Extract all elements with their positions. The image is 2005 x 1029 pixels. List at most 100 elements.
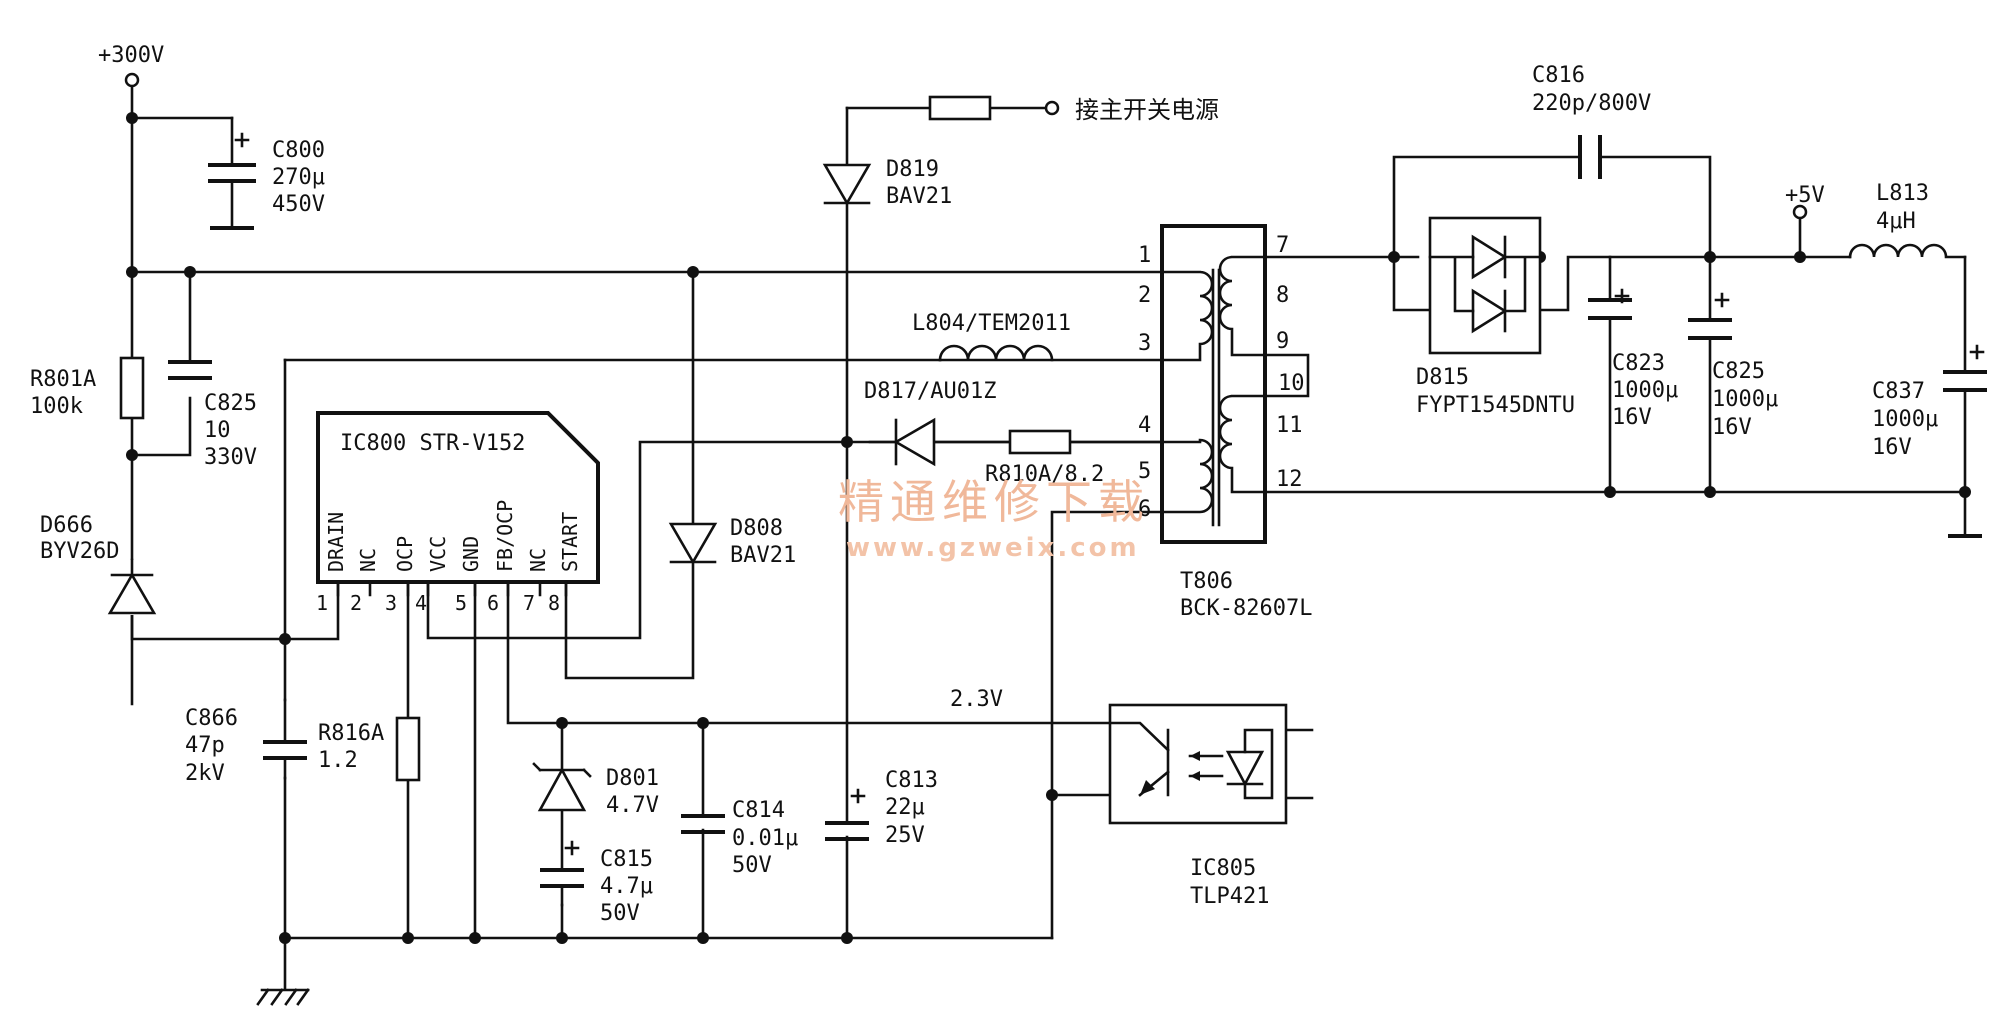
inductor-l804: L804/TEM2011 [912,311,1071,362]
d801-name: D801 [606,766,659,791]
optocoupler-ic805: IC805 TLP421 [1108,703,1288,909]
c825b-voltage: 16V [1712,415,1752,440]
c815-voltage: 50V [600,901,640,926]
c823-value: 1000μ [1612,378,1678,403]
d808-name: D808 [730,516,783,541]
r801a-name: R801A [30,367,96,392]
c816-name: C816 [1532,63,1585,88]
c823-voltage: 16V [1612,405,1652,430]
diode-d808: D808 BAV21 [668,516,796,568]
t806-name: T806 [1180,569,1233,594]
pin-label-vcc: VCC [426,536,450,572]
pin-label-ocp: OCP [393,536,417,572]
c866-value: 47p [185,733,225,758]
c837-name: C837 [1872,379,1925,404]
c813-voltage: 25V [885,823,925,848]
terminal-300v: +300V [98,43,164,88]
pin-number: 4 [1138,413,1151,438]
c813-name: C813 [885,768,938,793]
r810a-name: R810A/8.2 [985,462,1104,487]
label-300v: +300V [98,43,164,68]
c815-value: 4.7μ [600,874,653,899]
d808-part: BAV21 [730,543,796,568]
ground-symbol-main [256,936,310,1006]
pin-label-start: START [558,512,582,572]
ic805-name: IC805 [1190,856,1256,881]
c837-voltage: 16V [1872,435,1912,460]
junctions [126,112,1971,944]
d815-name: D815 [1416,365,1469,390]
capacitor-c813: C813 22μ 25V [825,768,938,848]
ic800-pin-numbers: 1 2 3 4 5 6 7 8 [316,591,560,615]
capacitor-c823: C823 1000μ 16V [1588,288,1678,430]
diode-d815: D815 FYPT1545DNTU [1416,216,1575,418]
pin-number: 11 [1276,413,1303,438]
c825b-value: 1000μ [1712,387,1778,412]
pin-label-drain: DRAIN [324,512,348,572]
capacitor-c825-snubber: C825 10 330V [168,360,257,470]
ic800-pin-labels: DRAIN NC OCP VCC GND FB/OCP NC START [324,500,582,572]
pin-label-gnd: GND [459,536,483,572]
diode-d666: D666 BYV26D [40,513,157,615]
c825a-voltage: 330V [204,445,257,470]
c825a-name: C825 [204,391,257,416]
resistor-r801a: R801A 100k [30,356,145,420]
transformer-t806: 1 2 3 4 5 6 7 8 9 10 11 12 T806 BCK-8260… [1138,224,1312,621]
pin-number: 6 [1138,497,1151,522]
zener-d801: D801 4.7V [532,762,659,818]
c866-voltage: 2kV [185,761,225,786]
pin-number: 2 [350,591,362,615]
c814-value: 0.01μ [732,826,798,851]
c866-name: C866 [185,706,238,731]
d801-value: 4.7V [606,793,659,818]
c800-value: 270μ [272,165,325,190]
c823-name: C823 [1612,351,1665,376]
d666-part: BYV26D [40,539,119,564]
capacitor-c800: C800 270μ 450V [208,116,325,230]
c814-name: C814 [732,798,785,823]
c800-voltage: 450V [272,192,325,217]
c800-name: C800 [272,138,325,163]
pin-number: 8 [548,591,560,615]
pin-label-nc2: NC [526,548,550,572]
label-2v3: 2.3V [950,687,1003,712]
capacitor-c815: C815 4.7μ 50V [540,840,653,926]
diode-d817: D817/AU01Z [864,379,996,467]
pin-number: 6 [487,591,499,615]
c815-name: C815 [600,847,653,872]
terminal-main-switch: 接主开关电源 [1044,96,1219,124]
pin-number: 12 [1276,467,1303,492]
pin-number: 8 [1276,283,1289,308]
pin-number: 5 [1138,459,1151,484]
capacitor-c837: C837 1000μ 16V [1872,344,1987,460]
pin-number: 3 [385,591,397,615]
resistor-top [928,95,992,121]
r816a-name: R816A [318,721,384,746]
capacitor-c816: C816 220p/800V [1532,63,1651,179]
c825b-name: C825 [1712,359,1765,384]
pin-number: 10 [1278,371,1305,396]
watermark: 精通维修下载 www.gzweix.com [838,475,1144,563]
t806-pin-numbers: 1 2 3 4 5 6 7 8 9 10 11 12 [1138,233,1305,522]
pin-number: 7 [1276,233,1289,258]
r801a-value: 100k [30,394,83,419]
pin-number: 7 [523,591,535,615]
c816-value: 220p/800V [1532,91,1651,116]
t806-part: BCK-82607L [1180,596,1312,621]
d815-part: FYPT1545DNTU [1416,393,1575,418]
c825a-value: 10 [204,418,231,443]
terminal-5v: +5V [1785,183,1825,220]
pin-number: 2 [1138,283,1151,308]
ic800-title: IC800 STR-V152 [340,431,525,456]
pin-number: 1 [316,591,328,615]
d666-name: D666 [40,513,93,538]
pin-number: 9 [1276,329,1289,354]
label-main-switch: 接主开关电源 [1075,96,1219,124]
capacitor-c814: C814 0.01μ 50V [681,798,798,878]
capacitor-c825-output: C825 1000μ 16V [1688,292,1778,440]
capacitor-c866: C866 47p 2kV [185,698,307,786]
r816a-value: 1.2 [318,748,358,773]
l804-name: L804/TEM2011 [912,311,1071,336]
l813-value: 4μH [1876,209,1916,234]
